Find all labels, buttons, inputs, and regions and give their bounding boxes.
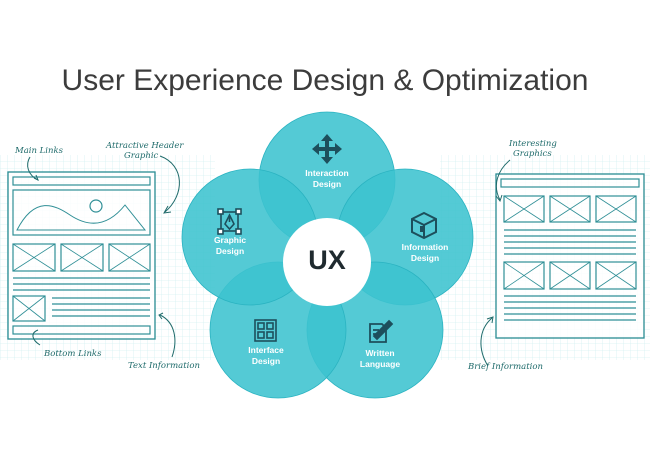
petal-written-language-label: Written Language	[340, 348, 420, 369]
right-wireframe-border	[495, 173, 645, 339]
arrowhead-interesting-graphics	[495, 194, 503, 203]
petal-information-line1: Information	[401, 242, 449, 252]
center-ux-label: UX	[308, 245, 346, 275]
petal-interface-line1: Interface	[248, 345, 284, 355]
left-wireframe	[7, 171, 156, 340]
arrowhead-brief-information	[486, 316, 494, 324]
left-bottom-links-bar	[12, 325, 151, 335]
left-image-row	[12, 243, 151, 272]
annotation-text-information: Text Information	[128, 361, 200, 371]
left-header-sun	[89, 199, 103, 213]
right-text-lines-2	[504, 295, 636, 321]
arrow-bottom-links	[32, 329, 41, 346]
annotation-bottom-links: Bottom Links	[44, 349, 102, 359]
petal-graphic-design-label: Graphic Design	[190, 235, 270, 256]
petal-interaction-design-label: Interaction Design	[287, 168, 367, 189]
petal-graphic-line1: Graphic	[213, 235, 247, 245]
petal-graphic-line2: Design	[215, 245, 245, 256]
petal-written-line2: Language	[359, 358, 401, 369]
arrowhead-text-information	[158, 312, 164, 320]
petal-interface-design-label: Interface Design	[226, 345, 306, 366]
right-top-bar	[500, 178, 640, 188]
arrowhead-header-graphic	[163, 205, 172, 214]
left-main-links-bar	[12, 176, 151, 186]
cube-icon	[411, 211, 437, 240]
annotation-header-graphic-line2: Graphic	[124, 151, 159, 161]
pencil-page-icon	[369, 319, 394, 343]
arrow-header-graphic	[159, 155, 180, 213]
center-ux-circle	[283, 218, 371, 306]
left-text-lines-1	[13, 277, 150, 291]
annotation-main-links: Main Links	[15, 146, 64, 156]
move-arrows-icon	[312, 134, 342, 164]
petal-information-line2: Design	[410, 252, 440, 263]
annotation-graphics-line2: Graphics	[513, 149, 552, 159]
pen-tool-icon	[217, 208, 242, 235]
annotation-graphics-line1: Interesting	[509, 139, 557, 149]
arrow-brief-information	[480, 317, 493, 367]
petal-interface-line2: Design	[251, 355, 281, 366]
left-header-hills	[16, 204, 147, 231]
annotation-header-graphic-line1: Attractive Header	[106, 141, 184, 151]
right-image-row-1	[503, 195, 637, 223]
petal-written-line1: Written	[365, 348, 395, 358]
grid-blocks-icon	[254, 319, 277, 342]
left-header-graphic-box	[12, 189, 151, 236]
right-wireframe	[495, 173, 645, 339]
right-image-row-2	[503, 261, 637, 290]
arrow-interesting-graphics	[495, 159, 511, 201]
petal-interaction-line2: Design	[312, 178, 342, 189]
annotation-brief-information: Brief Information	[468, 362, 543, 372]
right-text-lines-1	[504, 229, 636, 255]
arrow-text-information	[159, 314, 176, 358]
arrowhead-main-links	[33, 174, 39, 182]
left-wireframe-border	[7, 171, 156, 340]
petal-information-design-label: Information Design	[385, 242, 465, 263]
page-title: User Experience Design & Optimization	[61, 64, 589, 97]
left-image-small	[12, 295, 46, 322]
petal-interaction-line1: Interaction	[305, 168, 349, 178]
left-text-lines-2	[52, 297, 150, 317]
